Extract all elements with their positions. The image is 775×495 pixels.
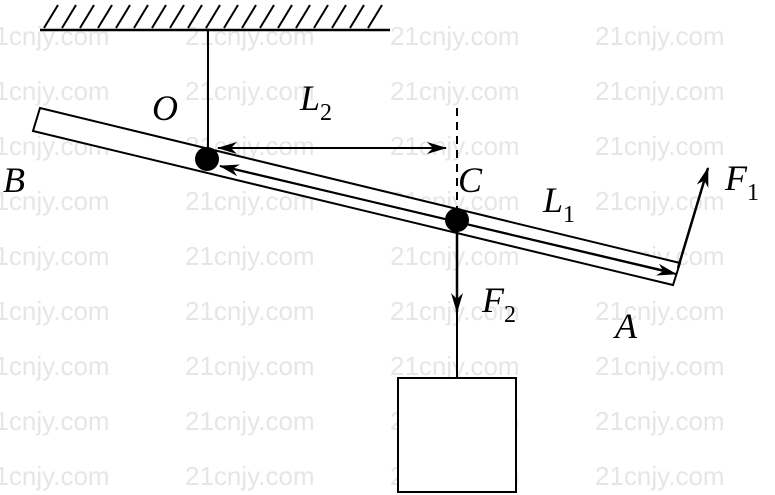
- pivot-point-o: [195, 147, 219, 171]
- label-b: B: [3, 160, 25, 200]
- hatch-line: [295, 4, 311, 29]
- label-l2: L2: [299, 78, 332, 126]
- hatch-line: [133, 4, 149, 29]
- point-c: [445, 208, 469, 232]
- hatch-line: [43, 4, 59, 29]
- force-f1-arrow: [676, 167, 710, 269]
- watermark-text: 21cnjy.com: [185, 351, 315, 381]
- label-c: C: [458, 160, 483, 200]
- hatch-line: [61, 4, 77, 29]
- watermark-text: 21cnjy.com: [390, 241, 520, 271]
- watermark-text: 21cnjy.com: [185, 76, 315, 106]
- watermark-text: 21cnjy.com: [390, 76, 520, 106]
- label-f2: F2: [481, 280, 516, 328]
- watermark-text: 21cnjy.com: [0, 76, 110, 106]
- watermark-text: 21cnjy.com: [595, 131, 725, 161]
- watermark-text: 21cnjy.com: [595, 76, 725, 106]
- watermark-text: 21cnjy.com: [595, 461, 725, 491]
- hatch-line: [205, 4, 221, 29]
- watermark-text: 21cnjy.com: [0, 406, 110, 436]
- watermark-text: 21cnjy.com: [0, 241, 110, 271]
- watermark-text: 21cnjy.com: [595, 296, 725, 326]
- hatch-line: [349, 4, 365, 29]
- hanging-block: [397, 377, 517, 493]
- hatch-line: [367, 4, 383, 29]
- hatch-line: [79, 4, 95, 29]
- hatch-line: [331, 4, 347, 29]
- watermark-text: 21cnjy.com: [595, 406, 725, 436]
- hatch-line: [169, 4, 185, 29]
- watermark-text: 21cnjy.com: [0, 21, 110, 51]
- label-f1: F1: [724, 158, 759, 206]
- hatch-line: [241, 4, 257, 29]
- hatch-line: [223, 4, 239, 29]
- hatch-line: [97, 4, 113, 29]
- watermark-text: 21cnjy.com: [185, 21, 315, 51]
- watermark-text: 21cnjy.com: [0, 461, 110, 491]
- hatch-line: [277, 4, 293, 29]
- watermark-text: 21cnjy.com: [0, 351, 110, 381]
- watermark-text: 21cnjy.com: [185, 461, 315, 491]
- label-a: A: [613, 306, 638, 346]
- watermark-text: 21cnjy.com: [390, 131, 520, 161]
- hatch-line: [151, 4, 167, 29]
- watermark-text: 21cnjy.com: [390, 351, 520, 381]
- watermark-text: 21cnjy.com: [185, 406, 315, 436]
- watermark-text: 21cnjy.com: [185, 296, 315, 326]
- watermark-text: 21cnjy.com: [185, 241, 315, 271]
- watermark-text: 21cnjy.com: [595, 21, 725, 51]
- watermark-text: 21cnjy.com: [0, 186, 110, 216]
- label-l1: L1: [542, 180, 575, 228]
- label-o: O: [152, 88, 178, 128]
- watermark-text: 21cnjy.com: [390, 21, 520, 51]
- ceiling-support: [40, 4, 390, 32]
- hatch-line: [259, 4, 275, 29]
- hatch-line: [115, 4, 131, 29]
- watermark-text: 21cnjy.com: [0, 296, 110, 326]
- arm-l1-arrow-back: [219, 164, 671, 273]
- watermark-text: 21cnjy.com: [595, 186, 725, 216]
- hatch-line: [313, 4, 329, 29]
- watermark-text: 21cnjy.com: [595, 351, 725, 381]
- hatch-line: [187, 4, 203, 29]
- lever-bar: [31, 106, 682, 287]
